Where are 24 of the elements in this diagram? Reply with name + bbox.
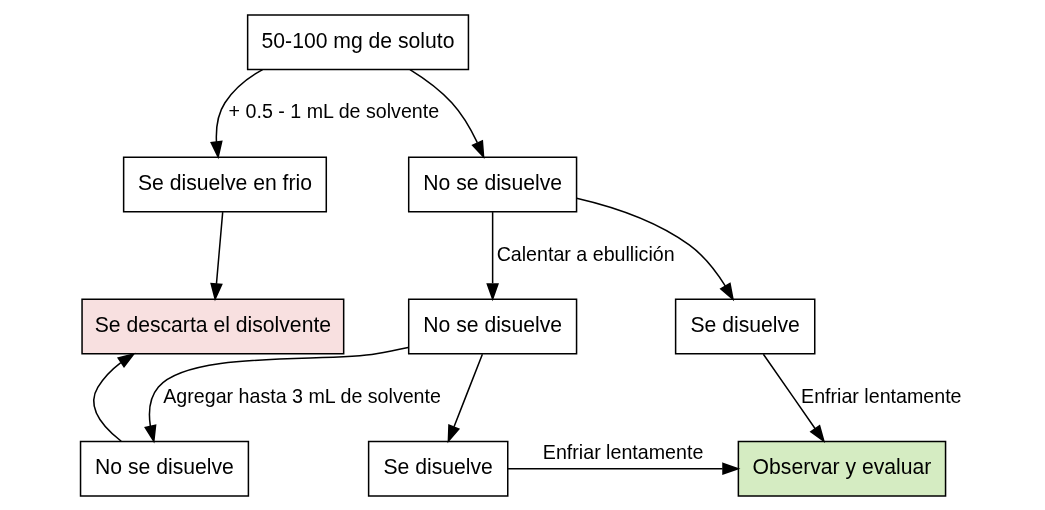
arrow [144,346,409,443]
edge-label: Enfriar lentamente [801,384,962,407]
node-box: 50-100 mg de soluto [246,13,470,70]
arrow [762,353,826,443]
node-box: No se disuelve [407,155,578,212]
node-box: No se disuelve [407,298,578,355]
arrow [93,352,136,442]
arrow [447,353,484,443]
arrow [210,68,264,159]
node-box: No se disuelve [79,440,250,497]
node-box: Se descarta el disolvente [81,298,345,355]
arrow [575,197,735,301]
arrow [486,210,499,301]
node-box: Observar y evaluar [737,440,947,497]
node-box: Se disuelve en frio [122,155,328,212]
node-box: Se disuelve [674,298,816,355]
edge-label: + 0.5 - 1 mL de solvente [228,99,440,122]
edge-label: Agregar hasta 3 mL de solvente [163,384,441,407]
edge-label: Calentar a ebullición [496,242,675,265]
node-box: Se disuelve [367,440,509,497]
arrow [409,68,485,159]
arrow [507,461,741,475]
arrow [210,210,224,301]
edge-label: Enfriar lentamente [542,440,704,463]
